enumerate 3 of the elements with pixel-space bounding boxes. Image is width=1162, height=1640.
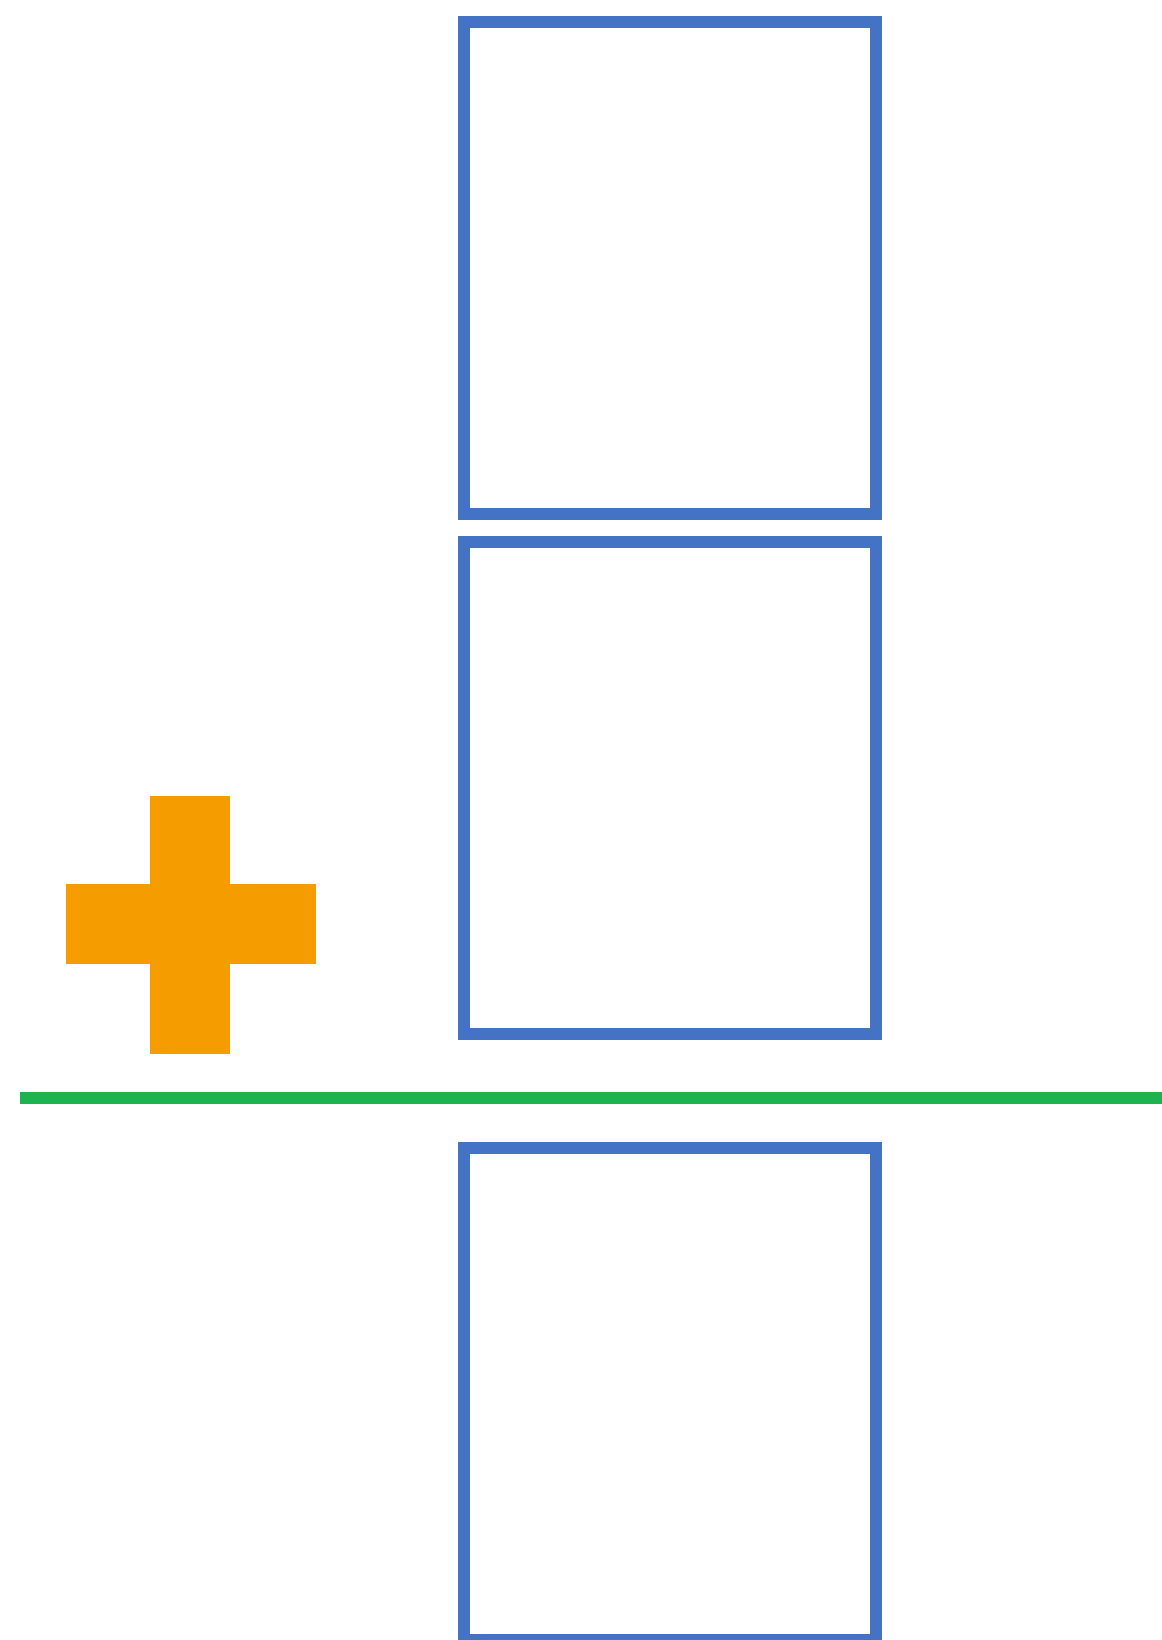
square-frame (458, 1142, 882, 1640)
square-frame (458, 536, 882, 1040)
square-frame (458, 16, 882, 520)
